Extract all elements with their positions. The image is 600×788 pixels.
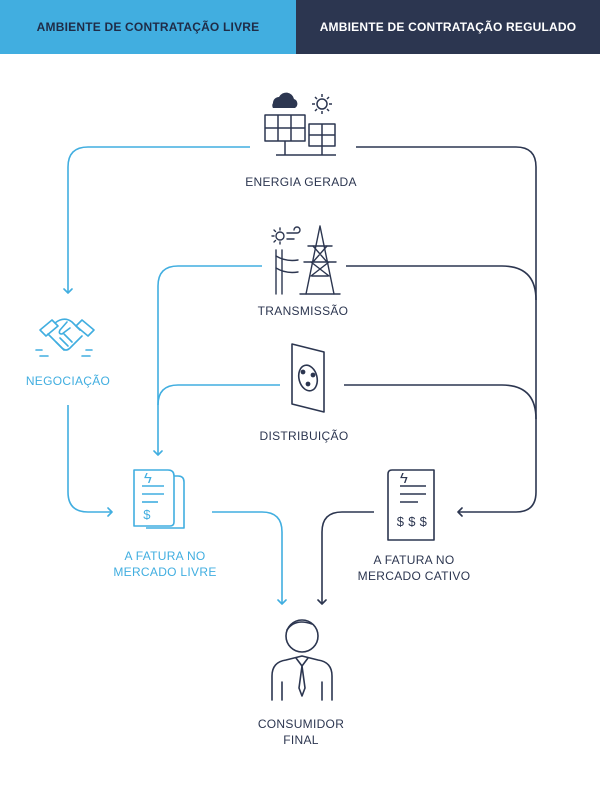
cativo-connectors <box>317 146 537 605</box>
label-consumidor-line1: CONSUMIDOR <box>257 717 345 731</box>
invoice-livre-icon <box>133 469 185 529</box>
fatura-livre-to-consumidor-line <box>212 511 287 605</box>
consumer-person-icon <box>271 619 333 701</box>
invoice-cativo-dollars: $ $ $ <box>396 514 428 529</box>
tab-ambiente-regulado[interactable]: AMBIENTE DE CONTRATAÇÃO REGULADO <box>296 0 600 54</box>
transmission-tower-icon <box>271 225 341 295</box>
sun-wind-icon <box>271 226 301 245</box>
label-consumidor-line2: FINAL <box>283 733 319 747</box>
negociacao-to-fatura-livre-line <box>67 405 113 517</box>
label-consumidor-final: CONSUMIDOR FINAL <box>258 716 344 748</box>
market-tabs: AMBIENTE DE CONTRATAÇÃO LIVRE AMBIENTE D… <box>0 0 600 54</box>
energia-to-negociacao-line <box>63 146 250 294</box>
energia-to-cativo-line <box>356 146 537 517</box>
label-fatura-livre-line1: A FATURA NO <box>124 549 206 563</box>
label-distribuicao: DISTRIBUIÇÃO <box>259 429 349 443</box>
fatura-cativo-to-consumidor-line <box>317 511 374 605</box>
transmissao-to-fatura-livre-line <box>153 265 262 456</box>
distribuicao-to-fatura-livre-line <box>157 384 280 406</box>
power-outlet-icon <box>291 343 325 413</box>
solar-panel-icon <box>264 92 336 156</box>
tab-ambiente-livre[interactable]: AMBIENTE DE CONTRATAÇÃO LIVRE <box>0 0 296 54</box>
invoice-livre-lightning: ϟ <box>143 470 153 487</box>
livre-connectors <box>63 146 287 605</box>
handshake-icon <box>35 318 95 357</box>
label-fatura-cativo-line2: MERCADO CATIVO <box>357 569 471 583</box>
transmissao-to-cativo-line <box>346 265 537 301</box>
invoice-cativo-icon <box>387 469 435 541</box>
label-transmissao: TRANSMISSÃO <box>257 304 349 318</box>
label-negociacao: NEGOCIAÇÃO <box>25 374 111 388</box>
cloud-icon <box>272 92 298 108</box>
label-fatura-cativo-line1: A FATURA NO <box>373 553 455 567</box>
label-fatura-livre-line2: MERCADO LIVRE <box>113 565 217 579</box>
label-energia-gerada: ENERGIA GERADA <box>245 175 357 189</box>
label-fatura-mercado-livre: A FATURA NO MERCADO LIVRE <box>113 548 216 580</box>
sun-icon <box>312 94 332 114</box>
distribuicao-to-cativo-line <box>344 384 537 420</box>
invoice-livre-dollar: $ <box>143 507 151 522</box>
label-fatura-mercado-cativo: A FATURA NO MERCADO CATIVO <box>358 552 471 584</box>
invoice-cativo-lightning: ϟ <box>399 470 409 487</box>
